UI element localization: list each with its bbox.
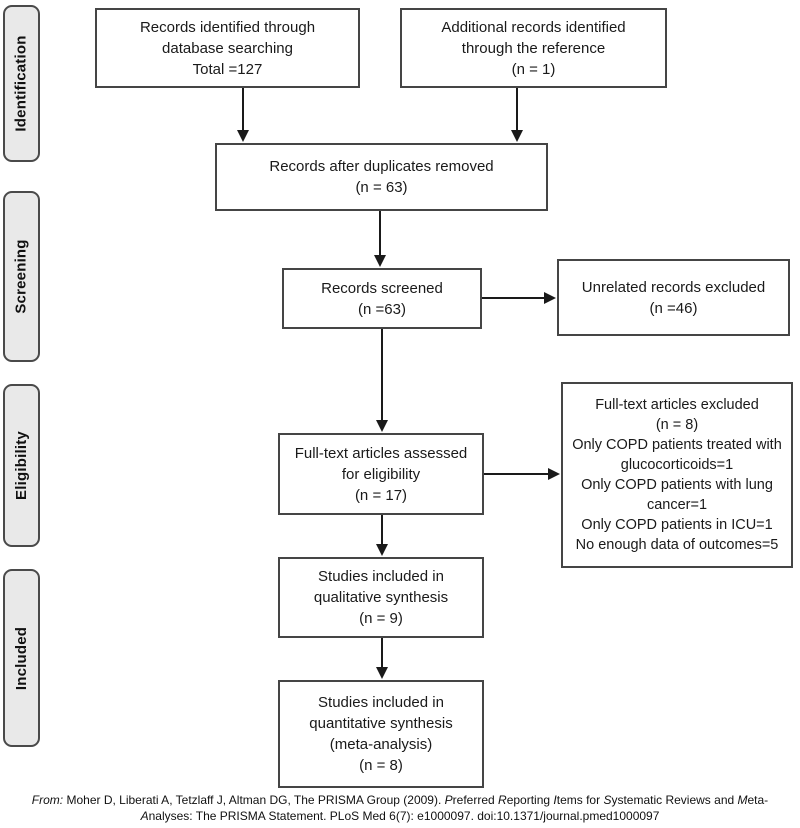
box-quantitative-synthesis: Studies included in quantitative synthesi… xyxy=(278,680,484,788)
box-text-line: Full-text articles assessed xyxy=(294,444,468,462)
box-text-line: Studies included in xyxy=(318,694,444,711)
box-duplicates-removed: Records after duplicates removed (n = 63) xyxy=(215,143,548,211)
box-additional-records: Additional records identified through the… xyxy=(400,8,667,88)
box-text-line: glucocorticoids=1 xyxy=(620,457,734,473)
box-records-screened: Records screened (n =63) xyxy=(282,268,482,329)
stage-eligibility: Eligibility xyxy=(3,384,40,547)
stage-screening-label: Screening xyxy=(13,239,31,314)
box-text-line: for eligibility xyxy=(341,465,421,483)
box-text-line: Records screened xyxy=(321,279,443,297)
box-unrelated-excluded: Unrelated records excluded (n =46) xyxy=(557,259,790,336)
stage-included-label: Included xyxy=(13,626,30,690)
box-text-line: Only COPD patients in ICU=1 xyxy=(581,517,773,533)
box-text-line: database searching xyxy=(162,39,293,57)
box-text-line: Additional records identified xyxy=(441,18,626,36)
box-text-line: (n =46) xyxy=(649,299,698,317)
box-records-database-searching: Records identified through database searc… xyxy=(95,8,360,88)
box-text-line: (n = 1) xyxy=(511,60,556,78)
stage-included: Included xyxy=(3,569,40,747)
citation-footer: From: Moher D, Liberati A, Tetzlaff J, A… xyxy=(0,792,800,824)
box-text-line: Records identified through xyxy=(139,18,316,36)
box-text-line: (meta-analysis) xyxy=(329,736,433,753)
box-qualitative-synthesis: Studies included in qualitative synthesis… xyxy=(278,557,484,638)
box-text-line: Studies included in xyxy=(318,568,444,585)
box-text-line: Total =127 xyxy=(192,60,263,78)
box-fulltext-excluded: Full-text articles excluded (n = 8) Only C… xyxy=(561,382,793,568)
box-text-line: quantitative synthesis xyxy=(309,715,453,732)
box-text-line: (n = 17) xyxy=(354,486,408,504)
stage-screening: Screening xyxy=(3,191,40,362)
box-text-line: Records after duplicates removed xyxy=(269,158,494,175)
citation-line-2: Analyses: The PRISMA Statement. PLoS Med… xyxy=(140,809,660,823)
box-text-line: qualitative synthesis xyxy=(313,589,449,606)
box-text-line: (n =63) xyxy=(358,300,406,318)
box-text-line: Full-text articles excluded xyxy=(595,397,759,413)
stage-eligibility-label: Eligibility xyxy=(13,431,30,500)
box-text-line: (n = 63) xyxy=(355,179,408,196)
box-text-line: Only COPD patients with lung xyxy=(581,477,773,493)
box-text-line: (n = 8) xyxy=(655,417,699,433)
citation-line-1: From: Moher D, Liberati A, Tetzlaff J, A… xyxy=(31,793,769,807)
box-text-line: No enough data of outcomes=5 xyxy=(575,537,779,553)
box-text-line: (n = 8) xyxy=(359,757,403,774)
box-text-line: through the reference xyxy=(461,39,606,57)
stage-identification: Identification xyxy=(3,5,40,162)
box-text-line: cancer=1 xyxy=(646,497,708,513)
box-text-line: Only COPD patients treated with xyxy=(572,437,782,453)
stage-identification-label: Identification xyxy=(13,35,31,132)
box-text-line: Unrelated records excluded xyxy=(581,278,766,296)
box-fulltext-assessed: Full-text articles assessed for eligibili… xyxy=(278,433,484,515)
box-text-line: (n = 9) xyxy=(359,610,403,627)
